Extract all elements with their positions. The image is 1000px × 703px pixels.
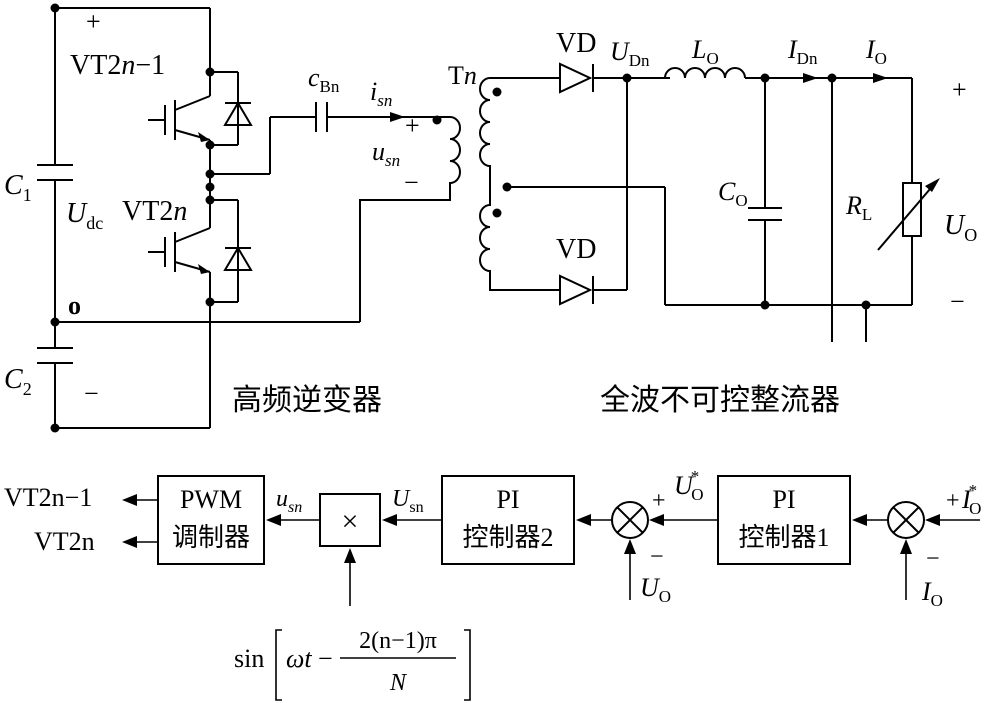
pi-controller-2-block — [441, 475, 575, 565]
diode-upper — [223, 101, 253, 126]
usn-ref-label: Usn — [392, 486, 424, 516]
inverter-caption: 高频逆变器 — [232, 384, 382, 417]
usn-minus-label: − — [404, 168, 419, 197]
capacitor-c1 — [37, 164, 73, 181]
pi1-controller-label: 控制器1 — [738, 523, 829, 552]
idn-label: IDn — [787, 35, 818, 68]
series-capacitor-cbn — [270, 102, 440, 132]
formula-minus: − — [318, 644, 333, 673]
pi2-label: PI — [496, 485, 519, 514]
current-arrows — [803, 73, 888, 83]
isn-label: isn — [370, 77, 392, 110]
multiplier-block — [319, 493, 381, 547]
io-feedback-label: IO — [921, 577, 943, 610]
vd-bottom-label: VD — [556, 234, 596, 265]
igbt-lower — [148, 227, 211, 274]
io-fb-minus: − — [926, 546, 940, 572]
diode-vd-top — [559, 62, 670, 94]
vt-lower-label: VT2n — [122, 196, 187, 227]
dc-minus-label: − — [84, 379, 99, 408]
multiplier-symbol: × — [342, 505, 359, 538]
capacitor-co — [748, 73, 782, 310]
summing-junction-voltage — [576, 501, 649, 600]
pwm-label: PWM — [180, 485, 242, 514]
out-vt-upper-label: VT2n−1 — [4, 483, 92, 512]
io-label: IO — [865, 35, 887, 68]
uo-label: UO — [944, 210, 977, 245]
bridge-leg — [205, 8, 271, 428]
control-output-arrows — [122, 494, 158, 548]
dc-link — [50, 3, 360, 433]
uo-plus-label: + — [952, 75, 967, 104]
rectifier-caption: 全波不可控整流器 — [600, 384, 840, 417]
load-resistor-rl — [877, 178, 940, 251]
dc-plus-label: + — [86, 7, 101, 36]
uo-ref-label: U*O — [674, 467, 704, 504]
sum1-minus: − — [650, 544, 664, 570]
udc-label: Udc — [66, 198, 103, 233]
usn-signal — [266, 514, 320, 526]
cbn-label: cBn — [308, 63, 340, 96]
c2-label: C2 — [4, 364, 32, 399]
sin-reference-input — [344, 548, 356, 606]
omega-t: ωt — [286, 644, 312, 673]
output-bus — [665, 73, 913, 342]
uo-ref-signal — [649, 514, 718, 526]
modulator-label: 调制器 — [172, 523, 250, 552]
c1-label: C1 — [4, 170, 32, 205]
sin-reference-formula: sin ωt − 2(n−1)π N — [234, 628, 471, 701]
pwm-modulator-block — [157, 475, 265, 565]
pi-controller-1-block — [717, 475, 851, 565]
sum1-plus: + — [652, 488, 666, 514]
io-ref-plus: + — [946, 488, 960, 514]
pi2-controller-label: 控制器2 — [462, 523, 553, 552]
usn-ref-signal — [382, 514, 442, 526]
vt-upper-label: VT2n−1 — [70, 50, 165, 81]
out-vt-lower-label: VT2n — [34, 527, 95, 556]
summing-junction-current — [852, 501, 980, 600]
node-o-label: o — [68, 291, 81, 320]
usn-plus-label: + — [405, 111, 420, 140]
formula-denominator: N — [389, 670, 408, 696]
usn-label: usn — [372, 137, 400, 170]
igbt-upper — [148, 95, 211, 142]
usn-signal-label: usn — [276, 486, 302, 516]
transformer-secondary — [479, 77, 666, 305]
transformer-primary — [359, 115, 461, 322]
uo-feedback-label: UO — [640, 573, 671, 606]
diode-vd-bottom — [559, 73, 632, 306]
udn-label: UDn — [610, 37, 650, 70]
rl-label: RL — [845, 191, 872, 224]
diode-lower — [223, 246, 253, 271]
sin-word: sin — [234, 644, 264, 673]
tn-label: Tn — [448, 61, 477, 90]
lo-label: LO — [691, 35, 719, 68]
uo-minus-label: − — [950, 287, 965, 316]
io-ref-label: I*O — [961, 481, 981, 518]
pi1-label: PI — [772, 485, 795, 514]
capacitor-c2 — [37, 347, 73, 364]
formula-numerator: 2(n−1)π — [359, 628, 437, 654]
co-label: CO — [718, 177, 748, 210]
vd-top-label: VD — [556, 28, 596, 59]
